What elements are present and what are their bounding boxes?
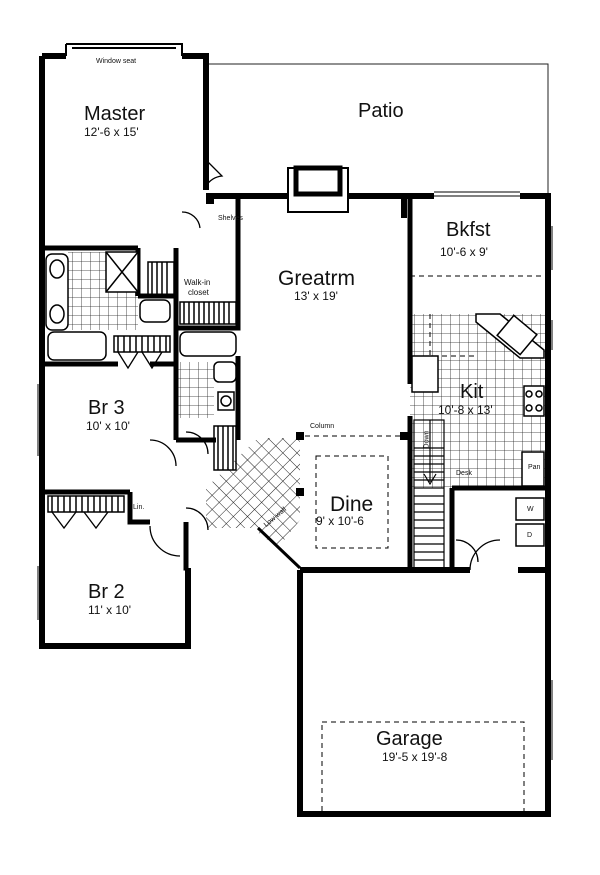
window-seat-bay xyxy=(65,43,183,56)
stairs xyxy=(413,419,445,571)
room-size-kit: 10'-8 x 13' xyxy=(438,403,493,417)
columns xyxy=(206,196,408,496)
shelves-label: Shelves xyxy=(218,215,243,222)
room-name-garage: Garage xyxy=(376,728,443,750)
door-swings xyxy=(51,159,501,571)
interior-walls xyxy=(42,194,548,571)
room-name-dine: Dine xyxy=(330,493,374,516)
fireplace xyxy=(287,165,349,213)
down-label: Down xyxy=(423,430,431,449)
room-size-dine: 9' x 10'-6 xyxy=(316,514,364,528)
room-name-br3: Br 3 xyxy=(88,397,125,419)
windows xyxy=(37,191,553,815)
linen-label: Lin. xyxy=(133,504,145,511)
low-wall xyxy=(256,526,302,570)
room-size-greatrm: 13' x 19' xyxy=(294,289,338,303)
room-name-kit: Kit xyxy=(460,381,484,403)
room-size-garage: 19'-5 x 19'-8 xyxy=(382,750,448,764)
room-size-br2: 11' x 10' xyxy=(88,603,132,617)
walk-in-label-2: closet xyxy=(188,288,209,297)
room-name-greatrm: Greatrm xyxy=(278,267,356,290)
bath-fixtures xyxy=(45,251,237,411)
room-size-bkfst: 10'-6 x 9' xyxy=(440,245,488,259)
pan-label: Pan xyxy=(528,464,541,471)
dashed-lines xyxy=(296,275,548,813)
washer-label: W xyxy=(527,506,534,513)
walk-in-label-1: Walk-in xyxy=(184,278,211,287)
hall-bath-tile xyxy=(178,362,214,418)
room-size-master: 12'-6 x 15' xyxy=(84,125,139,139)
dryer-label: D xyxy=(527,532,533,539)
patio-outline xyxy=(205,63,549,198)
room-name-br2: Br 2 xyxy=(88,581,125,603)
desk-label: Desk xyxy=(456,470,472,477)
room-name-bkfst: Bkfst xyxy=(446,219,491,241)
kitchen-fixtures xyxy=(411,313,545,547)
foyer-diagonal-tile xyxy=(206,438,300,548)
column-label: Column xyxy=(310,423,335,430)
room-name-patio: Patio xyxy=(358,100,404,122)
room-name-master: Master xyxy=(84,103,146,125)
window-seat-label: Window seat xyxy=(96,58,137,65)
closet-shelves xyxy=(47,261,237,513)
room-size-br3: 10' x 10' xyxy=(86,419,130,433)
